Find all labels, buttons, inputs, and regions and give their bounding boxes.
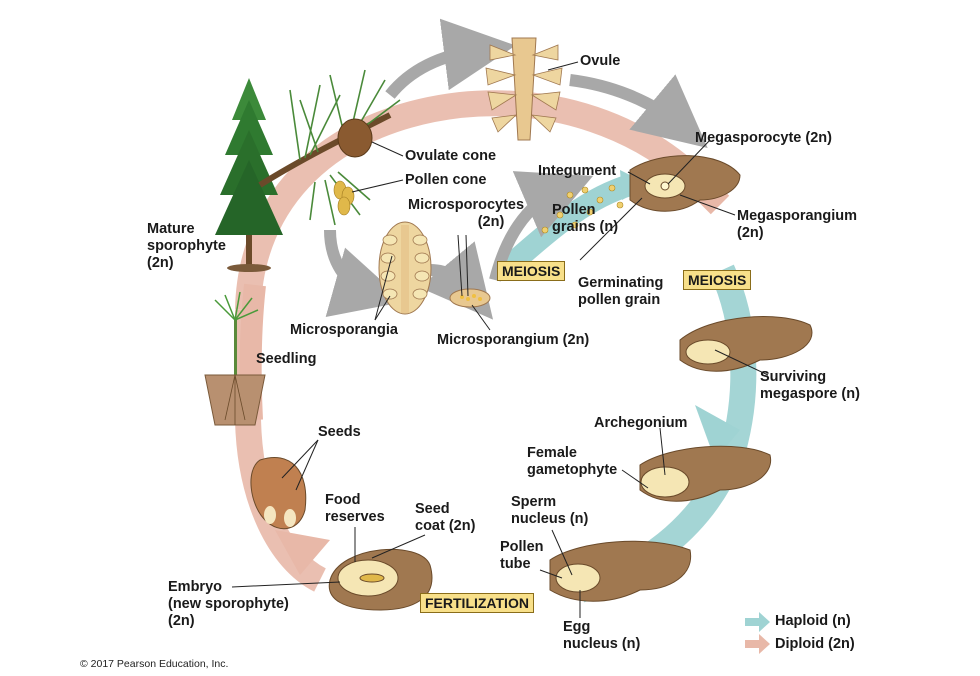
seed-embryo-tissue [328, 548, 433, 611]
copyright-notice: © 2017 Pearson Education, Inc. [80, 658, 229, 670]
megasporangium-tissue [629, 155, 741, 212]
legend-haploid-arrow [745, 612, 770, 632]
stage-meiosis-megaspore: MEIOSIS [683, 270, 752, 290]
label-microsporangium: Microsporangium (2n) [437, 332, 590, 348]
label-ovulate-cone: Ovulate cone [405, 148, 497, 164]
leader-lines [231, 61, 769, 618]
label-archegonium: Archegonium [594, 415, 688, 431]
label-microsporangia: Microsporangia [290, 322, 398, 338]
stage-fertilization: FERTILIZATION [420, 593, 534, 613]
fertilization-tissue [549, 540, 692, 602]
legend-haploid-label: Haploid (n) [775, 613, 851, 629]
label-megasporocyte: Megasporocyte (2n) [695, 130, 832, 146]
label-microsporocytes: Microsporocytes(2n) [408, 197, 525, 230]
label-seedling: Seedling [256, 351, 317, 367]
pollen-grains [541, 184, 624, 234]
seedling-illustration [204, 291, 266, 426]
microsporangium-illustration [449, 288, 491, 308]
label-megasporangium: Megasporangium(2n) [737, 208, 858, 241]
ovule-illustration [485, 37, 563, 141]
label-integument: Integument [538, 163, 617, 179]
stage-meiosis-microspore: MEIOSIS [497, 261, 566, 281]
surviving-megaspore-tissue [679, 316, 813, 372]
label-ovule: Ovule [580, 53, 621, 69]
label-pollen-cone: Pollen cone [405, 172, 487, 188]
pine-branch [258, 69, 401, 226]
seeds-illustration [250, 456, 307, 530]
label-embryo: Embryo(new sporophyte)(2n) [168, 579, 289, 629]
pollen-cone-section [378, 221, 432, 315]
female-gametophyte-tissue [639, 445, 772, 502]
label-seeds: Seeds [318, 424, 361, 440]
legend-diploid-label: Diploid (2n) [775, 636, 855, 652]
legend-diploid-arrow [745, 634, 770, 654]
mature-sporophyte-tree [215, 78, 283, 272]
